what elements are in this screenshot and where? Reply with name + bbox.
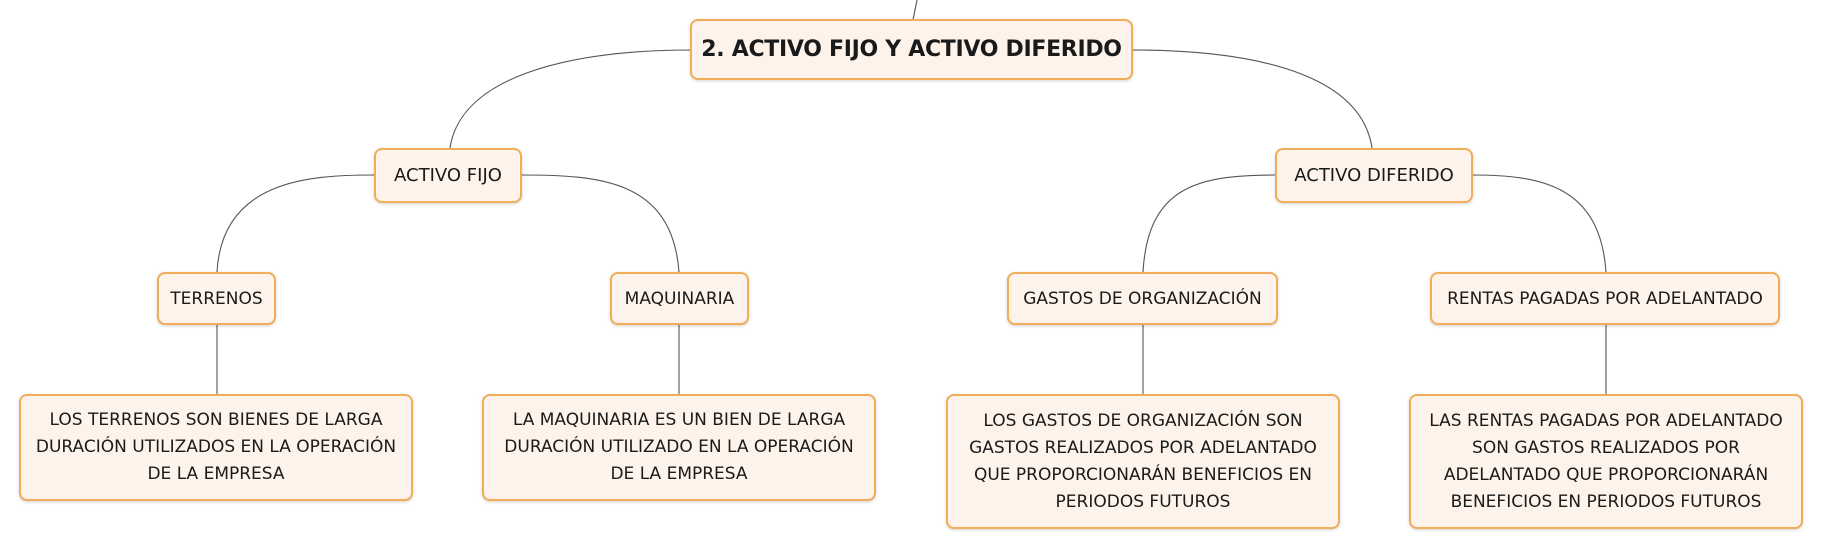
node-activo-fijo[interactable]: ACTIVO FIJO: [374, 148, 522, 203]
description-rentas-adelantado-text: LAS RENTAS PAGADAS POR ADELANTADO SON GA…: [1429, 410, 1783, 512]
connector-parent-in: [912, 0, 918, 21]
connector-root-activo-diferido: [1131, 49, 1373, 149]
description-terrenos: LOS TERRENOS SON BIENES DE LARGA DURACIÓ…: [19, 394, 413, 501]
description-terrenos-text: LOS TERRENOS SON BIENES DE LARGA DURACIÓ…: [35, 410, 397, 484]
node-activo-diferido-label: ACTIVO DIFERIDO: [1294, 165, 1454, 186]
connector-activo-fijo-maquinaria: [520, 174, 680, 273]
connector-root-activo-fijo: [449, 49, 693, 149]
connector-activo-fijo-terrenos: [216, 174, 375, 273]
description-rentas-adelantado: LAS RENTAS PAGADAS POR ADELANTADO SON GA…: [1409, 394, 1803, 529]
node-rentas-adelantado-label: RENTAS PAGADAS POR ADELANTADO: [1447, 288, 1763, 309]
node-terrenos[interactable]: TERRENOS: [157, 272, 276, 325]
connector-activo-diferido-gastos: [1142, 174, 1277, 273]
node-activo-diferido[interactable]: ACTIVO DIFERIDO: [1275, 148, 1473, 203]
node-gastos-organizacion-label: GASTOS DE ORGANIZACIÓN: [1023, 288, 1262, 309]
root-node-label: 2. ACTIVO FIJO Y ACTIVO DIFERIDO: [701, 37, 1122, 62]
description-maquinaria: LA MAQUINARIA ES UN BIEN DE LARGA DURACI…: [482, 394, 876, 501]
description-gastos-organizacion-text: LOS GASTOS DE ORGANIZACIÓN SON GASTOS RE…: [969, 410, 1317, 512]
description-gastos-organizacion: LOS GASTOS DE ORGANIZACIÓN SON GASTOS RE…: [946, 394, 1340, 529]
node-rentas-adelantado[interactable]: RENTAS PAGADAS POR ADELANTADO: [1430, 272, 1780, 325]
node-maquinaria-label: MAQUINARIA: [624, 288, 735, 309]
node-gastos-organizacion[interactable]: GASTOS DE ORGANIZACIÓN: [1007, 272, 1278, 325]
node-terrenos-label: TERRENOS: [170, 288, 263, 309]
description-maquinaria-text: LA MAQUINARIA ES UN BIEN DE LARGA DURACI…: [504, 410, 854, 484]
connector-activo-diferido-rentas: [1471, 174, 1607, 273]
node-maquinaria[interactable]: MAQUINARIA: [610, 272, 749, 325]
root-node[interactable]: 2. ACTIVO FIJO Y ACTIVO DIFERIDO: [690, 19, 1133, 80]
node-activo-fijo-label: ACTIVO FIJO: [394, 165, 502, 186]
